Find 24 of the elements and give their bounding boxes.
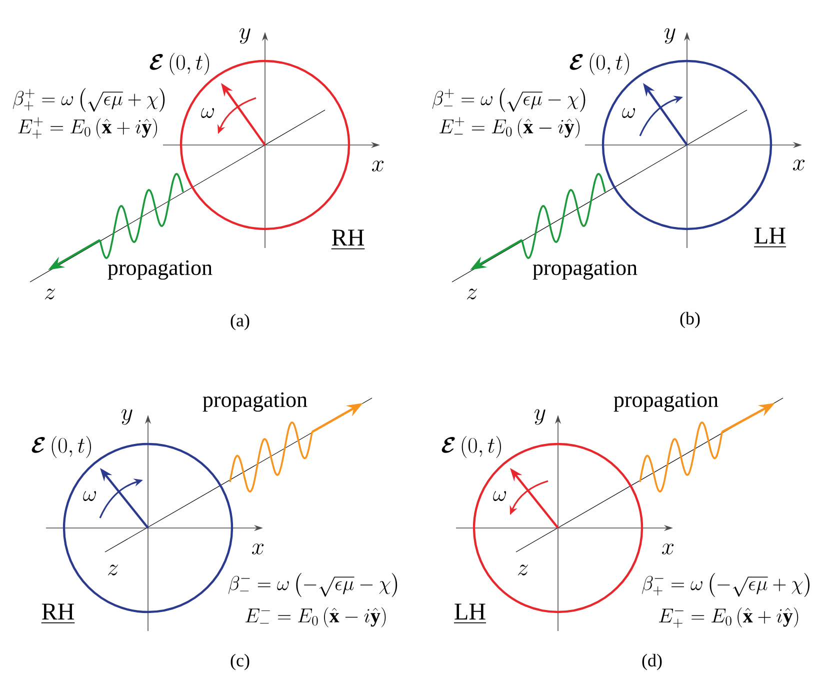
field-label: $\boldsymbol{\mathcal{E}}\,(0,t)$ [442, 436, 501, 458]
panel-label: (d) [642, 654, 662, 670]
axis-label: $z$ [108, 564, 118, 576]
axis-label: $z$ [467, 288, 478, 300]
panel-label: (a) [230, 314, 250, 330]
formula: $\beta_+^- = \omega\left(-\sqrt{\epsilon\mu}+\chi\right)$ [642, 573, 810, 597]
propagation-label: propagation [614, 392, 718, 412]
panel-label: (c) [230, 654, 250, 670]
panel-label: (b) [680, 312, 700, 328]
frequency-label: $\omega$ [83, 491, 96, 501]
axis-label: $x$ [252, 544, 264, 554]
formula: $E_-^- = E_0\,(\hat{\mathbf{x}}-i\hat{\mathbf{y}})$ [245, 607, 386, 628]
frequency-label: $\omega$ [493, 491, 506, 501]
field-label: $\boldsymbol{\mathcal{E}}\,(0,t)$ [32, 436, 91, 458]
axis-label: $z$ [45, 288, 56, 300]
handedness-label: RH [40, 604, 76, 624]
propagation-label: propagation [202, 392, 308, 412]
axis-label: $y$ [122, 409, 132, 425]
handedness-label: LH [454, 604, 486, 624]
axis-label: $x$ [662, 544, 674, 554]
axis-label: $y$ [534, 409, 546, 425]
axis-label: $z$ [518, 564, 528, 576]
formula: $E_+^- = E_0\,(\hat{\mathbf{x}}+i\hat{\mathbf{y}})$ [658, 607, 798, 628]
formula: $\beta_-^- = \omega\left(-\sqrt{\epsilon\mu}-\chi\right)$ [228, 573, 398, 597]
